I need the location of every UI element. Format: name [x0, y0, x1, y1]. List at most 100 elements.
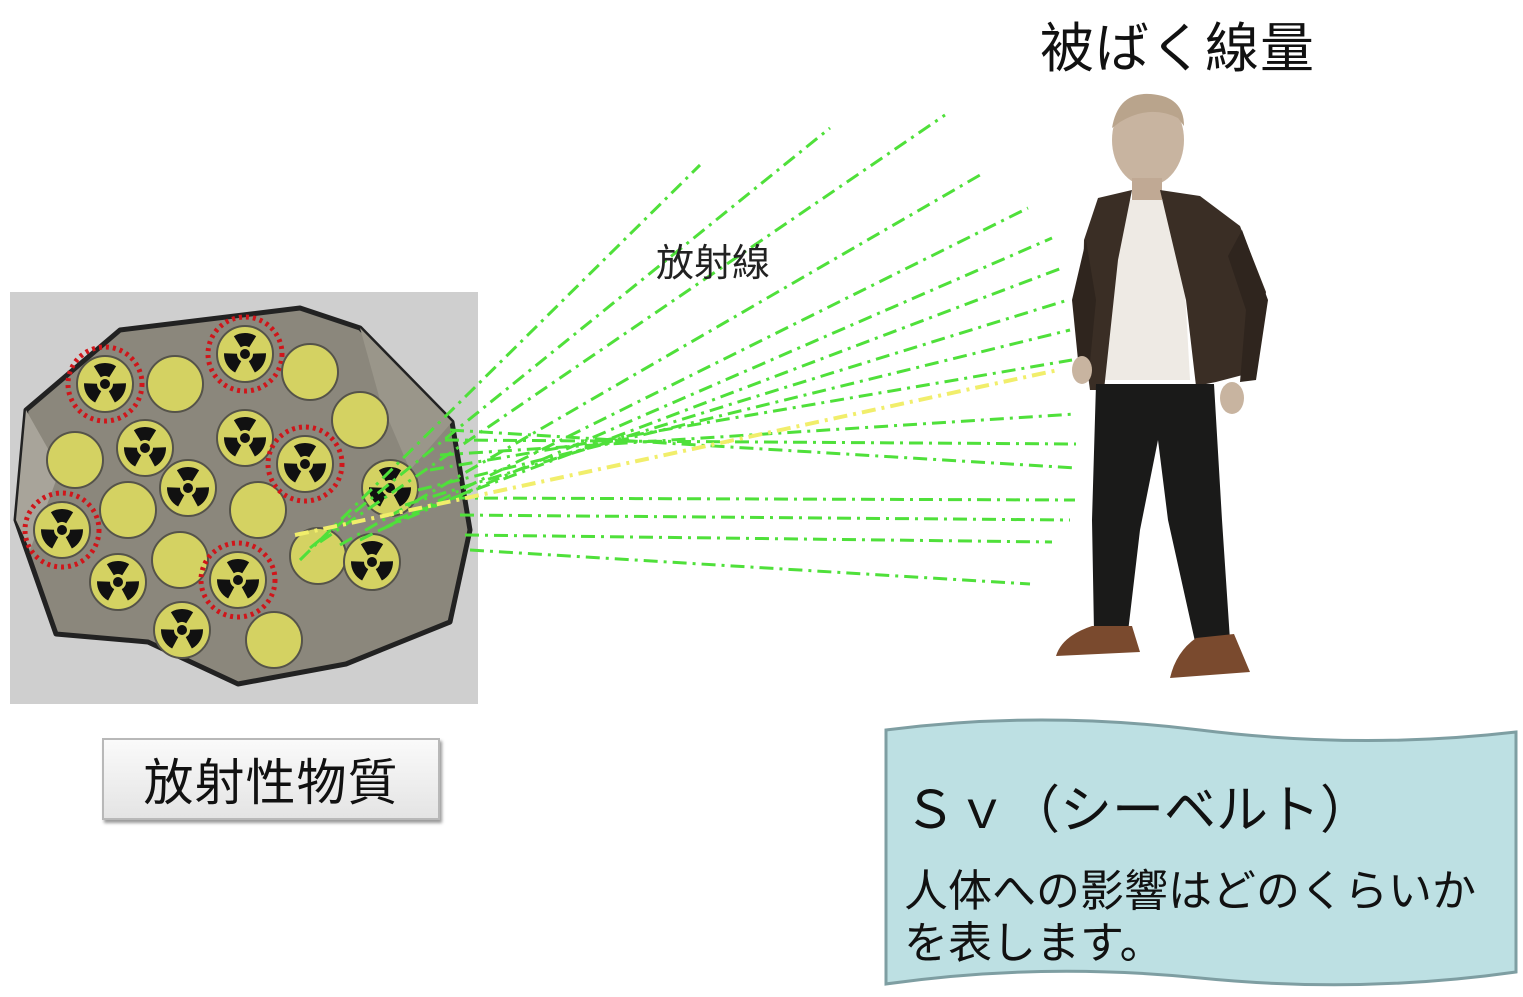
radiation-trefoil-icon [84, 362, 126, 403]
ray-label: 放射線 [656, 241, 771, 285]
person-hair [1112, 93, 1184, 128]
unit-card-description: 人体への影響はどのくらいかを表します。 [904, 866, 1476, 969]
radiation-ray [394, 266, 1063, 522]
highlight-ring [198, 540, 278, 620]
radiation-ray [294, 368, 1059, 537]
radiation-ray [404, 298, 1069, 507]
trefoil-center [177, 625, 187, 635]
person-head [1112, 94, 1184, 186]
trefoil-blade [308, 463, 326, 483]
radiation-ray [459, 513, 1071, 522]
trefoil-blade [217, 579, 235, 599]
trefoil-center [233, 575, 243, 585]
material-label: 放射性物質 [143, 754, 399, 812]
radiation-trefoil-icon [283, 442, 326, 483]
trefoil-blade [148, 447, 166, 467]
particle [146, 355, 204, 413]
particle [151, 531, 209, 589]
radiation-ray [444, 438, 1077, 446]
trefoil-center [240, 433, 250, 443]
radiation-trefoil-icon [124, 427, 166, 467]
unit-card-shape [884, 718, 1518, 987]
trefoil-blade [176, 466, 200, 482]
trefoil-blade [351, 561, 369, 581]
trefoil-blade [185, 629, 203, 649]
rock-highlight-facet [16, 410, 60, 550]
person-left-shoe [1056, 626, 1140, 656]
radiation-trefoil-icon [97, 561, 139, 601]
radiation-ray [379, 236, 1053, 532]
trefoil-blade [224, 437, 242, 457]
person-right-arm [1228, 230, 1268, 382]
diagram-title: 被ばく線量 [1040, 17, 1315, 80]
trefoil-blade [65, 529, 83, 549]
particle [229, 481, 287, 539]
trefoil-blade [241, 579, 259, 599]
person-neck [1132, 178, 1162, 202]
person-jacket [1082, 190, 1132, 390]
trefoil-blade [170, 608, 194, 624]
trefoil-blade [167, 487, 185, 507]
trefoil-blade [248, 353, 267, 373]
trefoil-blade [375, 561, 393, 581]
person-right-hand [1220, 382, 1244, 414]
radiation-ray [469, 548, 1031, 586]
trefoil-blade [97, 581, 115, 601]
material-label-box: 放射性物質 [102, 738, 440, 820]
trefoil-blade [106, 561, 130, 576]
trefoil-blade [50, 508, 74, 524]
person-right-shoe [1170, 634, 1250, 678]
radiation-ray [439, 412, 1076, 457]
radioactive-material-illustration [10, 292, 478, 704]
trefoil-blade [93, 362, 117, 378]
trefoil-blade [108, 383, 126, 403]
particle [99, 481, 157, 539]
highlight-ring [265, 424, 345, 504]
trefoil-blade [226, 558, 250, 574]
radiation-trefoil-icon [41, 508, 83, 549]
person-silhouette-icon [1056, 93, 1268, 678]
radiation-trefoil-icon [369, 466, 411, 507]
radiation-ray [464, 533, 1053, 544]
trefoil-blade [283, 463, 302, 483]
trefoil-center [113, 577, 123, 587]
trefoil-center [240, 349, 250, 359]
radiation-ray [449, 428, 1077, 470]
trefoil-blade [124, 447, 142, 467]
trefoil-center [367, 557, 377, 567]
person-left-hand [1072, 356, 1092, 384]
trefoil-blade [248, 437, 267, 457]
trefoil-blade [191, 487, 209, 507]
particle [331, 391, 389, 449]
radiation-trefoil-icon [224, 417, 267, 457]
trefoil-blade [121, 581, 139, 601]
highlight-ring [65, 344, 145, 424]
radiation-ray [319, 113, 946, 544]
trefoil-blade [393, 487, 411, 507]
radiation-trefoil-icon [351, 541, 393, 581]
radiation-ray [454, 496, 1076, 502]
particle [245, 611, 303, 669]
radiation-rays [294, 113, 1077, 586]
radiation-ray [298, 163, 702, 562]
highlight-ring [205, 314, 285, 394]
radiation-trefoil-icon [167, 466, 209, 507]
trefoil-blade [84, 383, 102, 403]
radiation-ray [417, 328, 1071, 492]
trefoil-center [300, 459, 310, 469]
person-pants [1092, 384, 1230, 646]
particle [46, 431, 104, 489]
radiation-trefoil-icon [160, 608, 203, 649]
trefoil-blade [133, 427, 157, 442]
trefoil-blade [293, 442, 317, 458]
trefoil-blade [160, 629, 179, 649]
unit-card-title: Ｓｖ（シーベルト） [904, 781, 1373, 841]
particle [289, 527, 347, 585]
person-left-arm [1072, 240, 1096, 362]
trefoil-center [57, 525, 67, 535]
radiation-ray [429, 358, 1073, 472]
radiation-trefoil-icon [217, 558, 259, 599]
trefoil-blade [369, 487, 387, 507]
trefoil-center [100, 379, 110, 389]
